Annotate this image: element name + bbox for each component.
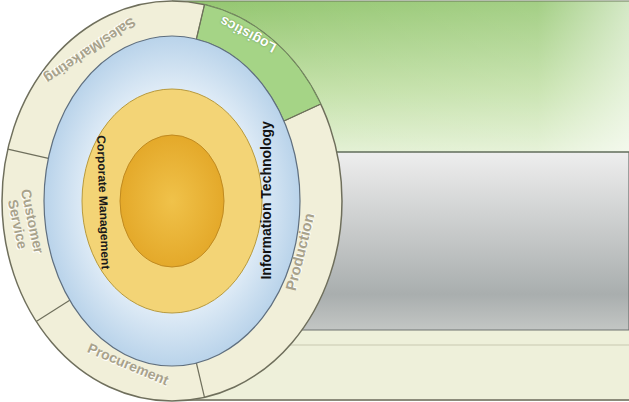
band-label: Customer Service — [2, 180, 47, 264]
band-label: Information Technology — [259, 90, 274, 310]
band-label: Sales/Marketing — [15, 0, 164, 103]
segment-dividers — [8, 5, 321, 398]
segment-divider — [196, 363, 204, 397]
ring-band: Corporate Management — [82, 89, 262, 313]
band-label: Production — [277, 187, 324, 317]
band-label: Logistics — [196, 2, 300, 67]
ring-band: Information Technology Corporate Manageme… — [44, 36, 300, 366]
management-ring — [82, 89, 262, 313]
it-ring — [44, 36, 300, 366]
segment-divider — [8, 149, 49, 158]
shell-edge — [172, 399, 629, 401]
segment-divider — [36, 300, 69, 321]
shell-edge — [172, 1, 629, 2]
ring-segment: Sales/Marketing — [60, 30, 120, 70]
segment-divider — [196, 5, 204, 39]
band-label: Procurement — [65, 332, 190, 396]
shell-edge — [260, 345, 629, 346]
segment-divider — [284, 104, 321, 121]
ring-segment: Production — [270, 232, 330, 272]
core-circle — [120, 135, 224, 267]
ring-segment: Logistics — [218, 14, 278, 54]
band-label: Corporate Management — [94, 117, 113, 287]
ring-segment: Customer Service — [0, 202, 55, 242]
ring-segment: Procurement — [98, 344, 158, 384]
outer-ring — [2, 1, 342, 401]
